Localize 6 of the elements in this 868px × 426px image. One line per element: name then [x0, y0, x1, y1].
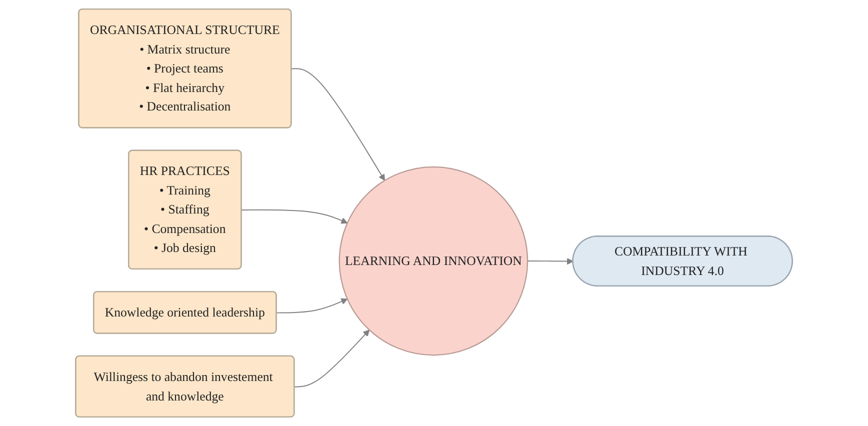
- arrow: [241, 209, 348, 224]
- arrow: [294, 330, 370, 388]
- node-circle: LEARNING AND INNOVATION: [338, 166, 528, 356]
- arrow: [291, 68, 385, 181]
- arrow: [276, 298, 348, 314]
- arrow: [527, 258, 574, 265]
